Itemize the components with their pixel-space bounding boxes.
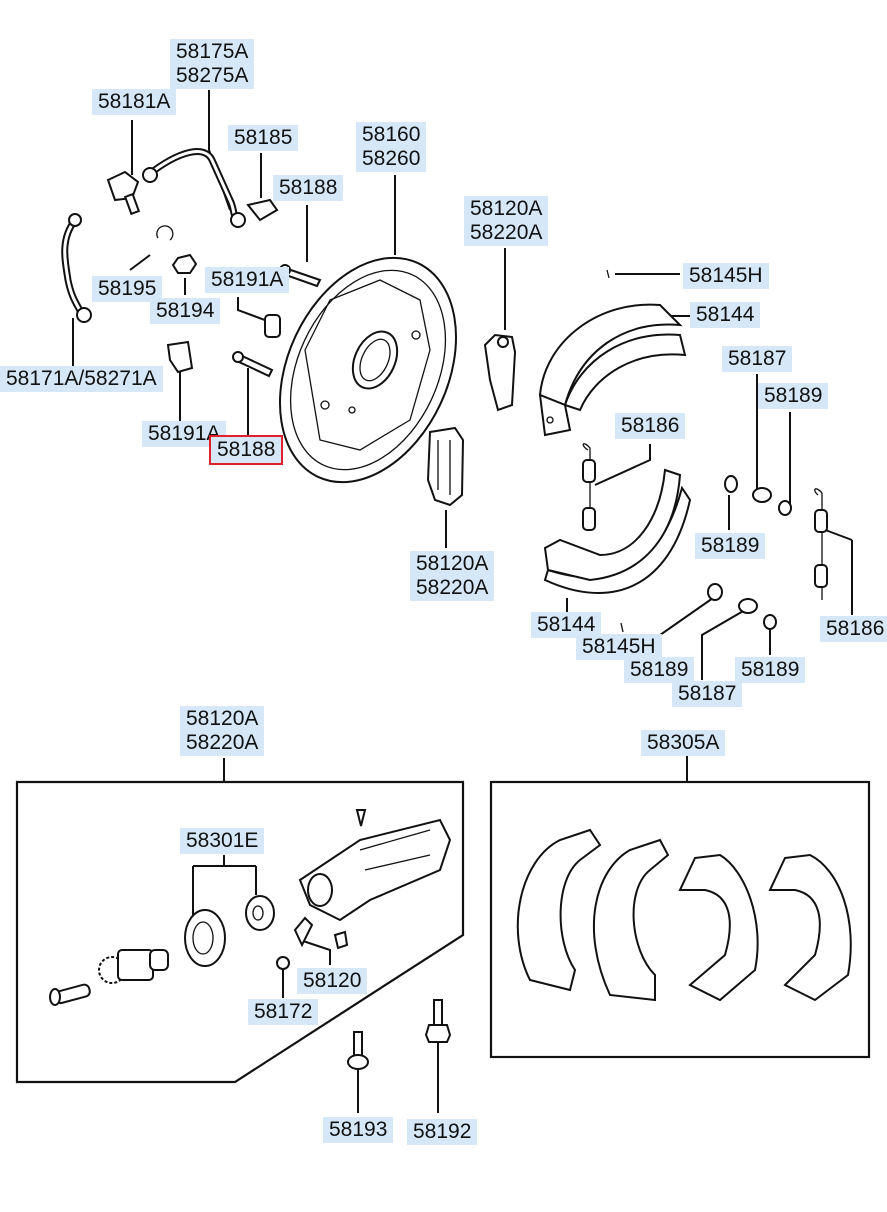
part-label-58192[interactable]: 58192 <box>407 1119 478 1145</box>
part-label-58194[interactable]: 58194 <box>150 298 221 324</box>
part-label-58172[interactable]: 58172 <box>248 999 319 1025</box>
part-number: 58120A <box>416 552 489 575</box>
brake-tube-icon <box>142 148 246 228</box>
part-number: 58160 <box>362 123 421 146</box>
washer-icon-4 <box>763 614 777 630</box>
part-number: 58120A <box>186 707 259 730</box>
part-label-58189-lower-right[interactable]: 58189 <box>735 657 806 683</box>
part-label-58171A-58271A[interactable]: 58171A/58271A <box>0 366 163 392</box>
part-label-58144-lower[interactable]: 58144 <box>531 612 602 638</box>
brake-shoe-kit-shoe-1-icon <box>516 828 602 992</box>
bleeder-screw-icon <box>293 916 314 948</box>
part-label-58191A-lower[interactable]: 58191A <box>142 421 227 447</box>
three-way-connector-icon <box>106 170 141 216</box>
part-label-58186-right[interactable]: 58186 <box>820 616 887 642</box>
retaining-clip-icon <box>156 225 174 241</box>
bleeder-screw-icon-2 <box>333 930 349 950</box>
washer-icon-3 <box>707 583 723 601</box>
wheel-cylinder-body-icon <box>298 809 452 922</box>
part-number: 58220A <box>470 221 543 244</box>
part-label-58187-lower[interactable]: 58187 <box>672 681 743 707</box>
part-number: 58220A <box>416 576 489 599</box>
adjuster-screw-icon <box>49 983 91 1006</box>
part-number: 58220A <box>186 731 259 754</box>
bolt-icon-2 <box>232 351 274 378</box>
leader-lines <box>72 90 853 1113</box>
part-number: 58120A <box>470 197 543 220</box>
part-label-58188-upper[interactable]: 58188 <box>273 175 344 201</box>
return-spring-icon-2 <box>814 488 828 600</box>
bleeder-cap-icon <box>276 956 290 970</box>
adjuster-wheel-icon <box>98 949 169 984</box>
clip-icon <box>246 198 279 222</box>
nut-icon <box>171 253 198 274</box>
brake-shoe-upper-icon <box>538 303 687 437</box>
part-label-58195[interactable]: 58195 <box>92 276 163 302</box>
cylinder-cup-icon <box>184 909 226 967</box>
part-number: 58275A <box>176 64 249 87</box>
part-label-58144-upper[interactable]: 58144 <box>690 302 761 328</box>
brake-shoe-kit-shoe-4-icon <box>768 853 852 1002</box>
brake-shoe-lower-icon <box>543 468 692 594</box>
part-label-58145H-upper[interactable]: 58145H <box>683 263 769 289</box>
hold-down-pin-icon-2 <box>620 622 624 633</box>
dust-boot-icon <box>245 895 275 931</box>
part-label-58186-upper[interactable]: 58186 <box>615 413 686 439</box>
washer-icon-2 <box>778 500 792 516</box>
part-label-58193[interactable]: 58193 <box>323 1117 394 1143</box>
part-label-58187-upper[interactable]: 58187 <box>722 346 793 372</box>
spring-icon <box>752 487 772 503</box>
return-spring-icon <box>582 443 596 531</box>
part-label-58188-selected[interactable]: 58188 <box>208 435 284 465</box>
plug-icon <box>166 340 194 374</box>
part-label-58145H-lower[interactable]: 58145H <box>576 634 662 660</box>
part-number: 58260 <box>362 147 421 170</box>
bolt-icon-3 <box>347 1031 369 1070</box>
brake-hose-icon <box>61 213 92 323</box>
part-label-58191A-upper[interactable]: 58191A <box>205 267 290 293</box>
backing-plate-icon <box>279 256 457 484</box>
brake-shoe-kit-box <box>489 780 871 1059</box>
bolt-icon-4 <box>424 999 452 1043</box>
wheel-cylinder-icon-2 <box>426 426 465 507</box>
brake-shoe-kit-shoe-3-icon <box>678 853 759 1002</box>
part-label-58301E[interactable]: 58301E <box>180 828 265 854</box>
brake-shoe-kit-shoe-2-icon <box>592 838 670 1002</box>
spring-icon-2 <box>738 598 758 614</box>
part-number: 58175A <box>176 40 249 63</box>
wheel-cylinder-kit-box <box>15 780 465 1084</box>
part-label-58120[interactable]: 58120 <box>297 968 368 994</box>
part-label-58305A[interactable]: 58305A <box>641 730 726 756</box>
part-label-58189-middle[interactable]: 58189 <box>695 533 766 559</box>
part-label-58185[interactable]: 58185 <box>228 125 299 151</box>
part-label-58189-lower-left[interactable]: 58189 <box>624 657 695 683</box>
hold-down-pin-icon <box>606 269 610 279</box>
part-label-58189-upper-right[interactable]: 58189 <box>758 383 829 409</box>
washer-icon <box>724 475 738 493</box>
bushing-icon <box>264 314 281 338</box>
wheel-cylinder-icon <box>483 333 517 412</box>
part-label-58181A[interactable]: 58181A <box>92 89 177 115</box>
